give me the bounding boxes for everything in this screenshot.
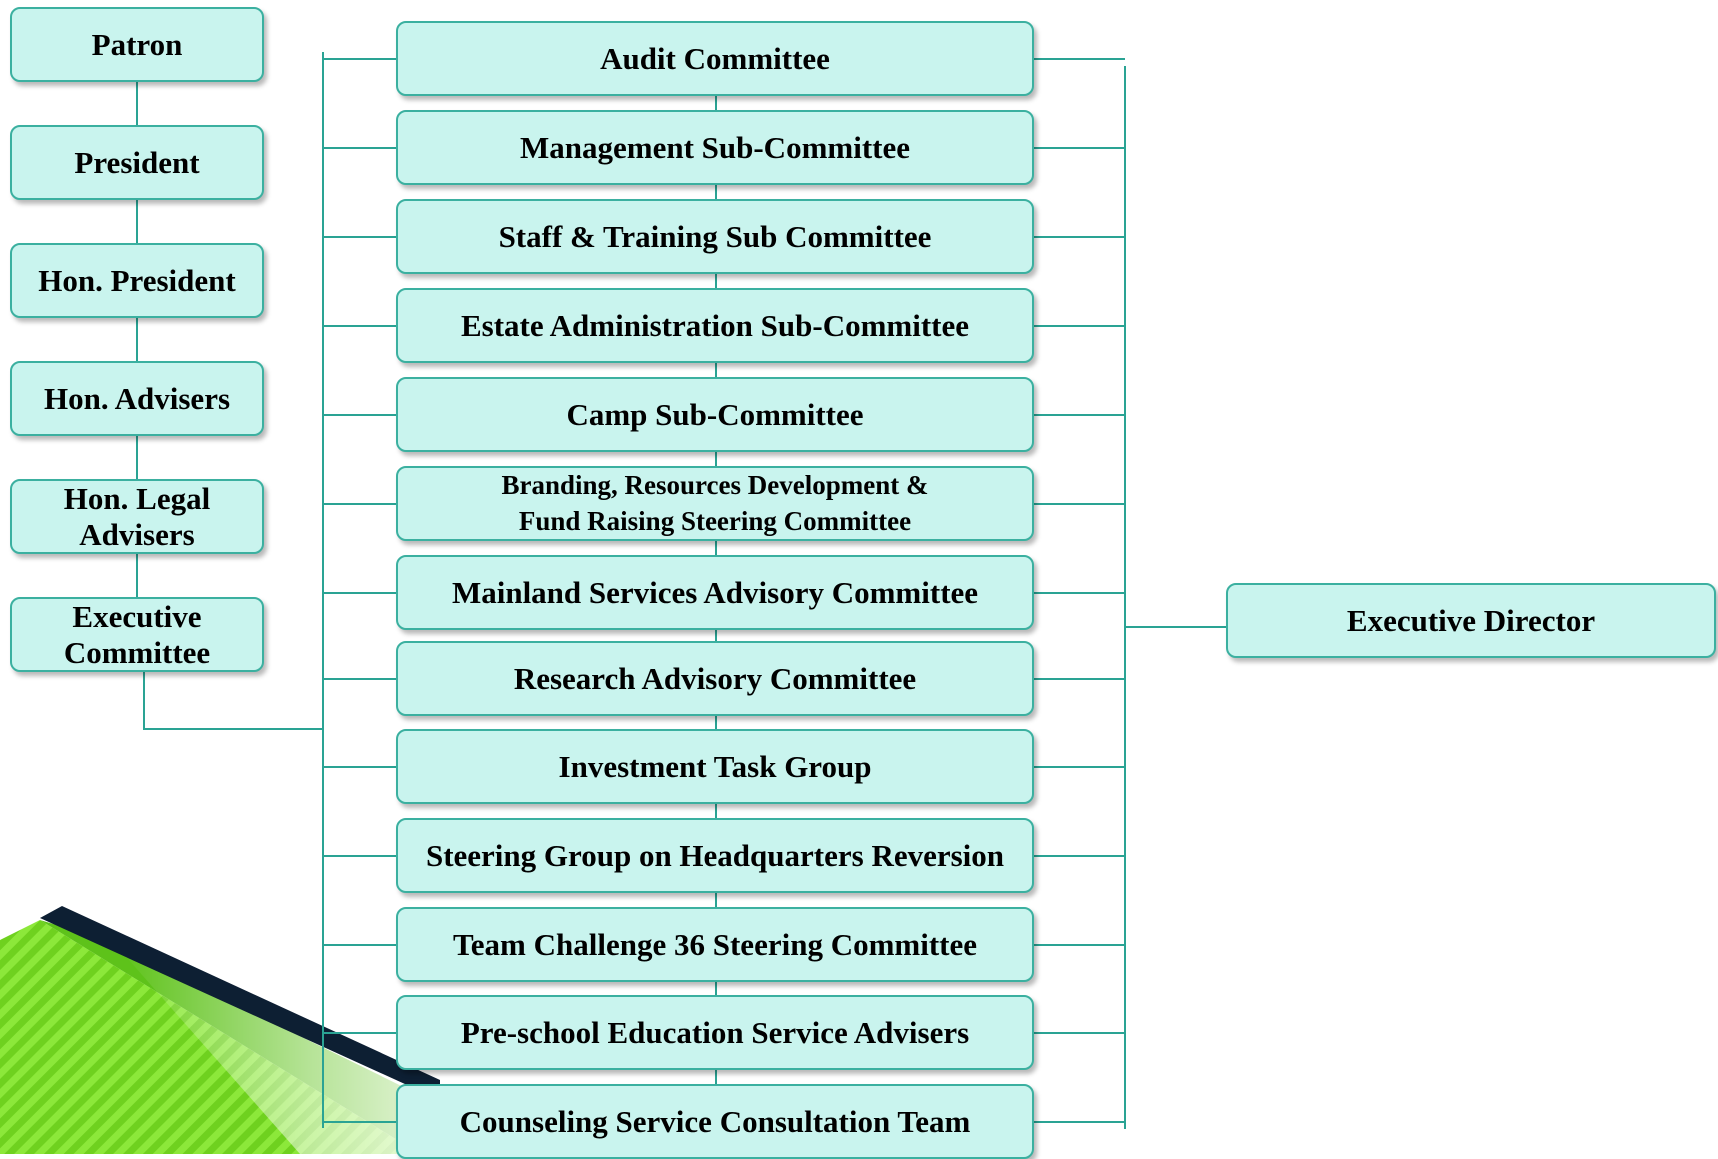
committee-box-investment[interactable]: Investment Task Group (396, 729, 1034, 804)
committee-label: Audit Committee (600, 40, 830, 76)
committee-box-counseling[interactable]: Counseling Service Consultation Team (396, 1084, 1034, 1159)
patron-box[interactable]: Patron (10, 7, 264, 82)
hon-president-label: Hon. President (38, 262, 236, 298)
committee-box-mainland-services[interactable]: Mainland Services Advisory Committee (396, 555, 1034, 630)
president-box[interactable]: President (10, 125, 264, 200)
executive-committee-box[interactable]: Executive Committee (10, 597, 264, 672)
committee-label: Management Sub-Committee (519, 129, 910, 165)
committee-label: Camp Sub-Committee (566, 396, 864, 432)
committee-label: Investment Task Group (558, 748, 872, 784)
hon-legal-advisers-box[interactable]: Hon. Legal Advisers (10, 479, 264, 554)
decorative-ribbon (0, 906, 440, 1154)
committee-box-audit[interactable]: Audit Committee (396, 21, 1034, 96)
executive-director-label: Executive Director (1346, 602, 1596, 638)
hon-legal-advisers-label: Hon. Legal Advisers (63, 480, 211, 552)
committee-label: Staff & Training Sub Committee (498, 218, 932, 254)
patron-label: Patron (91, 26, 183, 62)
committee-box-staff-training[interactable]: Staff & Training Sub Committee (396, 199, 1034, 274)
hon-advisers-label: Hon. Advisers (43, 380, 231, 416)
executive-director-box[interactable]: Executive Director (1226, 583, 1716, 658)
president-label: President (74, 144, 200, 180)
committee-label: Steering Group on Headquarters Reversion (425, 837, 1005, 873)
executive-committee-link (143, 671, 323, 730)
committee-label: Counseling Service Consultation Team (459, 1103, 971, 1139)
committee-label: Estate Administration Sub-Committee (460, 307, 970, 343)
committee-box-camp[interactable]: Camp Sub-Committee (396, 377, 1034, 452)
committee-label: Team Challenge 36 Steering Committee (452, 926, 978, 962)
hon-advisers-box[interactable]: Hon. Advisers (10, 361, 264, 436)
committee-box-management[interactable]: Management Sub-Committee (396, 110, 1034, 185)
committee-label: Pre-school Education Service Advisers (460, 1014, 970, 1050)
hon-president-box[interactable]: Hon. President (10, 243, 264, 318)
committee-box-pre-school[interactable]: Pre-school Education Service Advisers (396, 995, 1034, 1070)
committee-box-research-advisory[interactable]: Research Advisory Committee (396, 641, 1034, 716)
branch-lines (323, 58, 1125, 1123)
committee-label: Research Advisory Committee (513, 660, 917, 696)
committee-box-estate-administration[interactable]: Estate Administration Sub-Committee (396, 288, 1034, 363)
committee-label: Branding, Resources Development & Fund R… (501, 470, 929, 536)
committee-box-headquarters-reversion[interactable]: Steering Group on Headquarters Reversion (396, 818, 1034, 893)
committee-label: Mainland Services Advisory Committee (451, 574, 979, 610)
executive-committee-label: Executive Committee (63, 598, 211, 670)
committee-box-team-challenge[interactable]: Team Challenge 36 Steering Committee (396, 907, 1034, 982)
committee-box-branding[interactable]: Branding, Resources Development & Fund R… (396, 466, 1034, 541)
